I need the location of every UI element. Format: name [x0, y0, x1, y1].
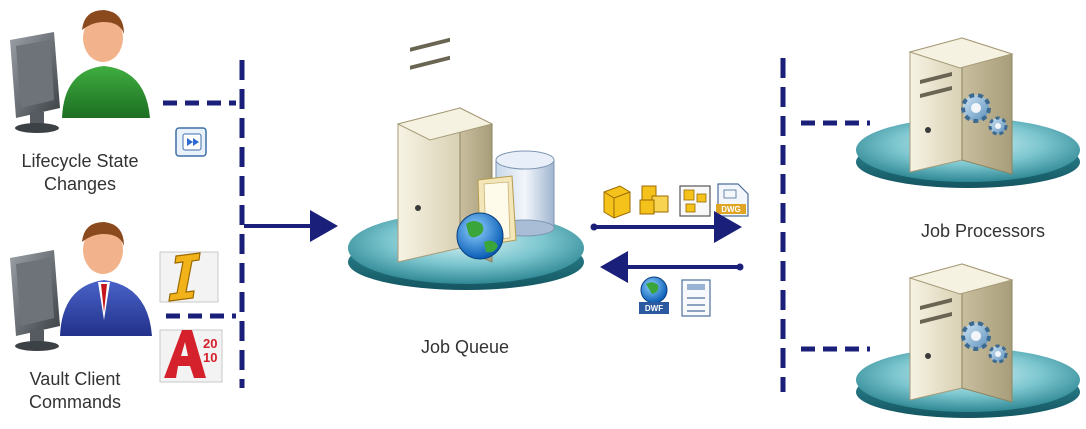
dwg-badge: DWG	[721, 205, 741, 214]
job-processors-label: Job Processors	[920, 221, 1046, 241]
vault-label-line1: Vault Client	[29, 369, 121, 389]
dwg-file-icon: DWG	[716, 183, 749, 217]
properties-file-icon	[681, 279, 711, 317]
lifecycle-label-line2: Changes	[43, 174, 117, 194]
autocad-version-bottom: 10	[203, 350, 217, 365]
lifecycle-change-icon	[175, 127, 207, 157]
job-queue-server-icon	[348, 37, 584, 290]
autocad-2010-icon: 20 10	[159, 329, 223, 383]
lifecycle-label-line1: Lifecycle State	[21, 151, 139, 171]
job-processor-2-icon	[856, 263, 1080, 418]
part-file-icon	[603, 185, 631, 219]
job-processor-1-icon	[856, 37, 1080, 188]
gear-icon	[961, 321, 1008, 364]
vault-label-line2: Commands	[28, 392, 122, 412]
dispatch-arrow-start	[590, 223, 598, 231]
vault-user-icon	[10, 222, 152, 351]
lifecycle-user-icon	[10, 10, 150, 133]
vault-label: Vault Client Commands	[0, 368, 150, 414]
job-queue-label: Job Queue	[420, 337, 510, 357]
dwf-badge: DWF	[645, 304, 663, 313]
autocad-version-top: 20	[203, 336, 217, 351]
gear-icon	[961, 93, 1008, 136]
result-arrow-start	[736, 263, 744, 271]
dwf-file-icon: DWF	[639, 276, 669, 314]
lifecycle-label: Lifecycle State Changes	[0, 150, 160, 196]
drawing-file-icon	[679, 185, 711, 217]
assembly-file-icon	[639, 185, 669, 215]
inventor-icon: I	[159, 251, 219, 303]
